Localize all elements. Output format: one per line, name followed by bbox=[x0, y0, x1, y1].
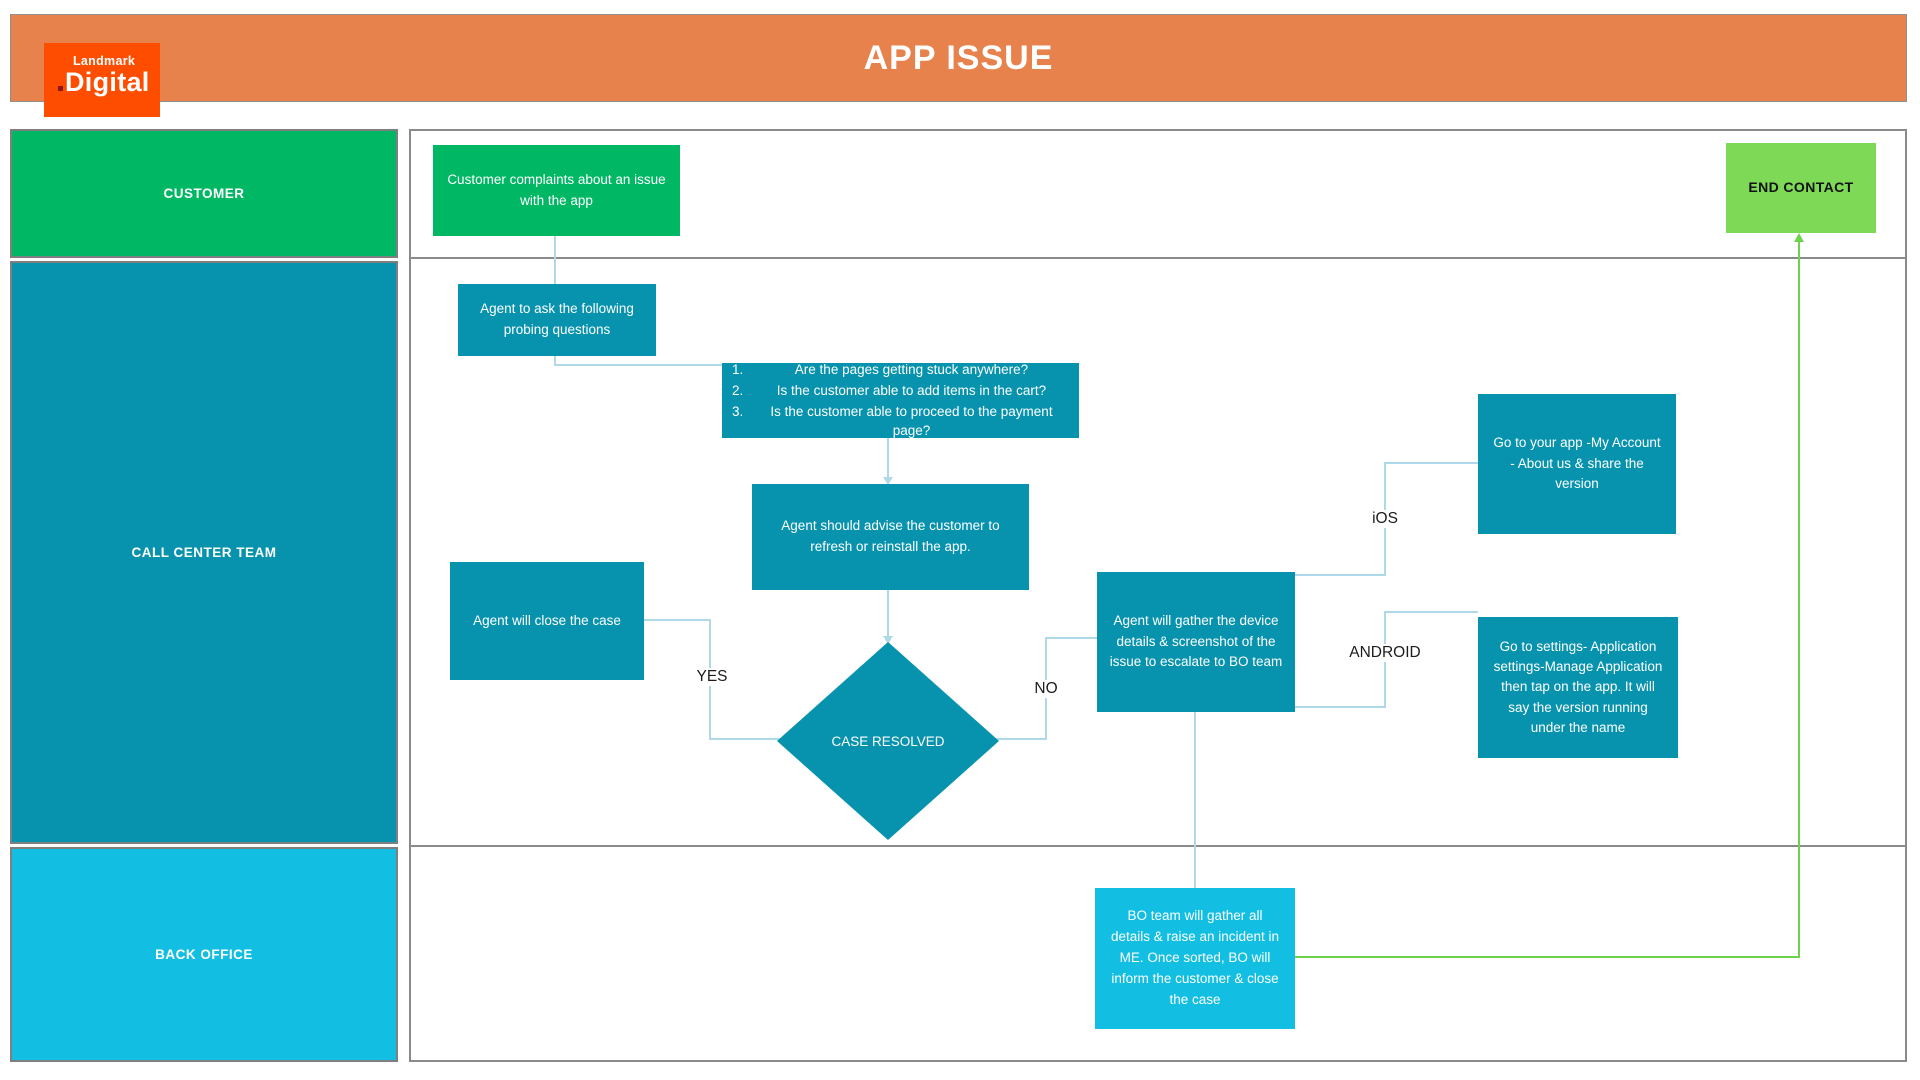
logo-text-landmark: Landmark bbox=[73, 54, 136, 68]
connector-android-h1 bbox=[1295, 706, 1386, 708]
node-ios-instruction: Go to your app -My Account - About us & … bbox=[1478, 394, 1676, 534]
connector-bo-to-end-v bbox=[1798, 240, 1800, 958]
node-gather-device-details: Agent will gather the device details & s… bbox=[1097, 572, 1295, 712]
arrowhead-end-contact bbox=[1794, 233, 1804, 242]
branch-label-no: NO bbox=[1031, 680, 1061, 698]
connector-ios-h2 bbox=[1384, 462, 1478, 464]
arrowhead-diamond bbox=[883, 636, 893, 644]
node-customer-complaint: Customer complaints about an issue with … bbox=[433, 145, 680, 236]
branch-label-yes: YES bbox=[693, 668, 731, 686]
connector-gather-to-bo bbox=[1194, 712, 1196, 888]
logo-text-digital: Digital bbox=[58, 68, 150, 96]
question-item: 1. Are the pages getting stuck anywhere? bbox=[732, 362, 1029, 378]
connector-no-h1 bbox=[996, 738, 1047, 740]
questions-list: 1. Are the pages getting stuck anywhere?… bbox=[732, 360, 1069, 440]
arrowhead-advise bbox=[883, 477, 893, 485]
connector-no-h2 bbox=[1045, 637, 1098, 639]
node-end-contact: END CONTACT bbox=[1726, 143, 1876, 233]
question-item: 3. Is the customer able to proceed to th… bbox=[732, 403, 1053, 439]
question-item: 2. Is the customer able to add items in … bbox=[732, 382, 1047, 398]
connector-advise-to-diamond bbox=[887, 590, 889, 643]
lane-label-call-center-team: CALL CENTER TEAM bbox=[10, 261, 398, 844]
connector-questions-to-advise bbox=[887, 437, 889, 484]
lane-divider-customer-callcenter bbox=[409, 257, 1907, 259]
branch-label-android: ANDROID bbox=[1346, 644, 1424, 662]
connector-ios-h1 bbox=[1295, 574, 1386, 576]
header-bar: Landmark Digital APP ISSUE bbox=[10, 14, 1907, 117]
lane-divider-callcenter-backoffice bbox=[409, 845, 1907, 847]
connector-complaint-to-probing bbox=[554, 235, 556, 284]
connector-android-h2 bbox=[1384, 611, 1478, 613]
node-probing-questions: Agent to ask the following probing quest… bbox=[458, 284, 656, 356]
node-bo-team: BO team will gather all details & raise … bbox=[1095, 888, 1295, 1029]
connector-probing-elbow-v bbox=[554, 356, 556, 366]
lane-label-back-office: BACK OFFICE bbox=[10, 847, 398, 1062]
lane-label-customer: CUSTOMER bbox=[10, 129, 398, 258]
connector-probing-elbow-h bbox=[554, 364, 724, 366]
landmark-digital-logo: Landmark Digital bbox=[44, 43, 160, 117]
logo-dot bbox=[58, 86, 63, 91]
connector-yes-h2 bbox=[709, 738, 780, 740]
branch-label-ios: iOS bbox=[1369, 510, 1401, 528]
connector-bo-to-end-h bbox=[1295, 956, 1800, 958]
connector-yes-h1 bbox=[644, 619, 711, 621]
page-title: APP ISSUE bbox=[863, 38, 1054, 77]
node-android-instruction: Go to settings- Application settings-Man… bbox=[1478, 617, 1678, 758]
node-questions-list: 1. Are the pages getting stuck anywhere?… bbox=[722, 360, 1079, 440]
node-close-case: Agent will close the case bbox=[450, 562, 644, 680]
node-advise-refresh-reinstall: Agent should advise the customer to refr… bbox=[752, 484, 1029, 590]
